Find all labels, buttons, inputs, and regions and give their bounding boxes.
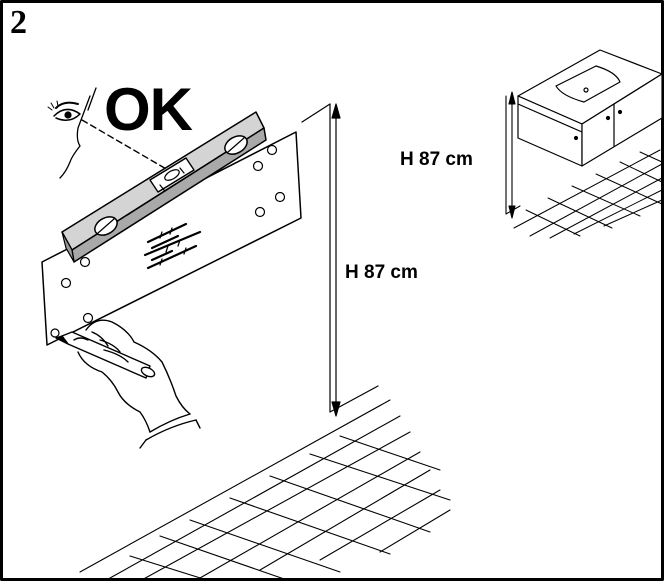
cabinet-height-label: H 87 cm bbox=[400, 149, 473, 170]
spirit-level-icon bbox=[61, 111, 267, 263]
wall-corner bbox=[301, 103, 379, 413]
dimension-arrow bbox=[331, 103, 341, 417]
floor-tiles bbox=[79, 399, 451, 581]
level-ok-label: OK bbox=[104, 76, 193, 143]
vanity-cabinet-icon bbox=[517, 49, 663, 167]
eye-icon bbox=[47, 87, 97, 179]
hand-with-pencil-icon bbox=[55, 319, 201, 449]
sight-line bbox=[81, 119, 169, 171]
small-dimension-arrow bbox=[508, 91, 516, 219]
wall-height-label: H 87 cm bbox=[345, 262, 418, 283]
small-floor-tiles bbox=[513, 149, 663, 239]
step-number: 2 bbox=[10, 4, 27, 41]
